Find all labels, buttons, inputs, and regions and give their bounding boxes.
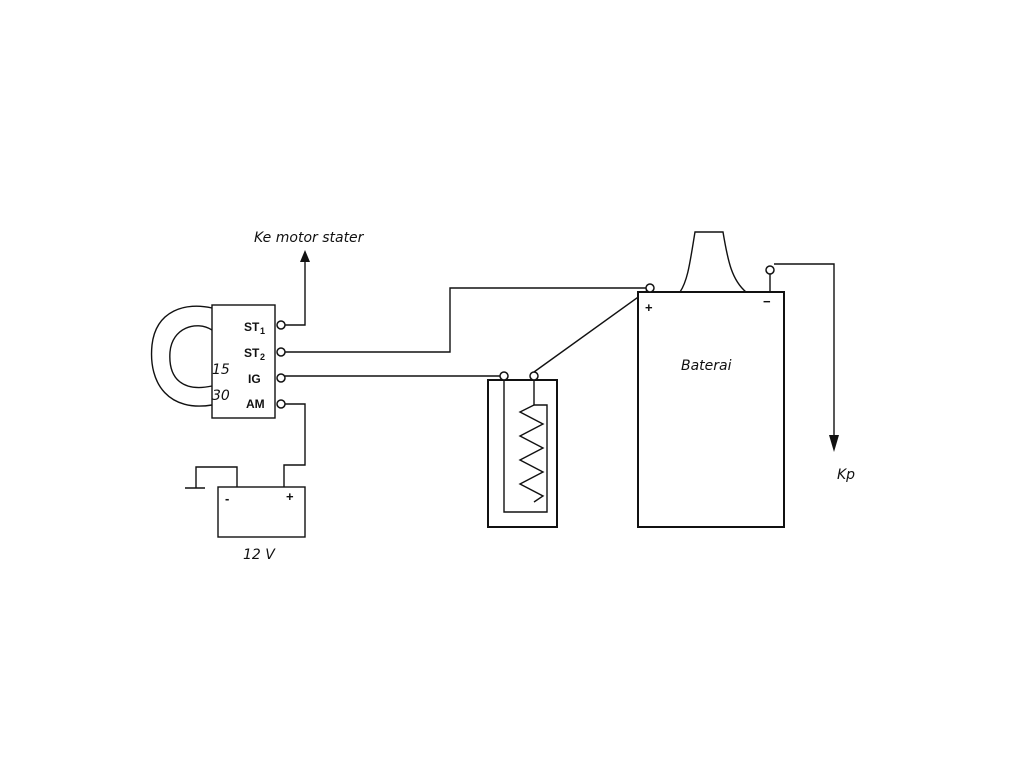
battery-main-minus-post: [765, 265, 775, 275]
wire-st2-battery: [285, 287, 648, 353]
wire-battery-ground: [774, 263, 835, 440]
battery-main-cap: [679, 231, 747, 293]
battery-main-body: [637, 291, 785, 528]
starter-motor-label: Ke motor stater: [254, 230, 365, 246]
battery-12v-plus: +: [286, 489, 294, 504]
terminal-st2-subscript: 2: [260, 352, 265, 362]
terminal-st1-subscript: 1: [260, 326, 265, 336]
battery-12v-voltage: 12 V: [243, 547, 276, 563]
battery-main-label: Baterai: [681, 358, 732, 374]
terminal-am-label: AM: [246, 397, 265, 411]
terminal-st1-label: ST: [244, 320, 260, 334]
ground-symbol: [195, 466, 238, 488]
terminal-ig-post: [276, 373, 286, 383]
battery-12v-body: [217, 486, 306, 538]
terminal-st2-post: [276, 347, 286, 357]
battery-main-minus: −: [763, 294, 771, 309]
battery-main-plus: +: [645, 300, 653, 315]
terminal-ig-label: IG: [248, 372, 261, 386]
arrow-up-icon: [300, 250, 310, 262]
terminal-number-15: 15: [212, 362, 230, 378]
terminal-am-post: [276, 399, 286, 409]
wire-am-battery: [283, 403, 306, 487]
wire-coil-battery: [533, 289, 649, 373]
key-icon: [150, 305, 213, 407]
ignition-switch-body: [211, 304, 276, 419]
battery-main-plus-post: [645, 283, 655, 293]
battery-12v-minus: -: [225, 491, 229, 506]
ground-output-label: Kp: [837, 467, 855, 483]
terminal-st2-label: ST: [244, 346, 260, 360]
terminal-st1-post: [276, 320, 286, 330]
wire-st1-starter: [285, 258, 306, 326]
coil-icon: [487, 371, 558, 528]
terminal-number-30: 30: [212, 388, 230, 404]
arrow-down-icon: [829, 435, 839, 452]
